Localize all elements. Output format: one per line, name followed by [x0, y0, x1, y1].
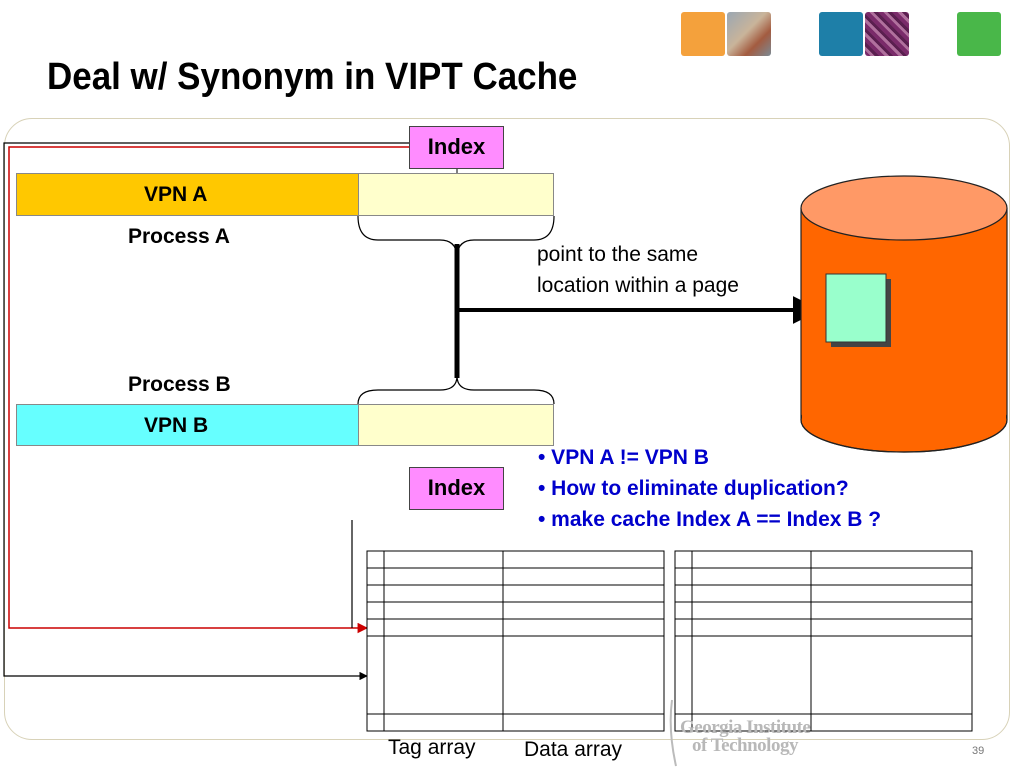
- logo-mark: [669, 699, 677, 767]
- index-a-box: Index: [409, 126, 504, 169]
- vpn-a-label: VPN A: [144, 183, 208, 206]
- header-thumbnail-photo-chip: [865, 12, 909, 56]
- process-b-label: Process B: [128, 373, 231, 396]
- header-thumbnail-photo-building: [727, 12, 771, 56]
- page-block: [825, 273, 887, 343]
- page-offset-b-bar: [358, 404, 554, 446]
- page-offset-a-bar: [358, 173, 554, 216]
- memory-cylinder: [800, 175, 1008, 453]
- header-thumbnail-teal: [819, 12, 863, 56]
- logo-line-1: Georgia Institute: [680, 717, 811, 738]
- data-array-label: Data array: [524, 738, 623, 761]
- logo-line-2: of Technology: [692, 735, 798, 756]
- tag-array-label: Tag array: [388, 736, 476, 759]
- tag-array-grid: [366, 550, 665, 732]
- header-thumbnail-orange: [681, 12, 725, 56]
- index-b-box: Index: [409, 467, 504, 510]
- offset-brace-b: [357, 375, 555, 405]
- data-array-grid: [674, 550, 973, 732]
- bullet-eliminate-duplication: • How to eliminate duplication?: [538, 477, 849, 500]
- header-thumbnail-green: [957, 12, 1001, 56]
- same-location-note-line-1: point to the same: [537, 243, 699, 266]
- page-title: Deal w/ Synonym in VIPT Cache: [47, 56, 578, 98]
- bullet-same-index: • make cache Index A == Index B ?: [538, 508, 882, 531]
- bullet-vpn-not-equal: • VPN A != VPN B: [538, 446, 709, 469]
- vpn-a-bar: [16, 173, 359, 216]
- process-a-label: Process A: [128, 225, 230, 248]
- index-a-route-line: [8, 146, 410, 634]
- vpn-b-label: VPN B: [144, 414, 209, 437]
- vpn-b-bar: [16, 404, 359, 446]
- index-b-route-line: [3, 142, 410, 681]
- same-location-note-line-2: location within a page: [537, 274, 739, 297]
- page-number: 39: [972, 745, 985, 757]
